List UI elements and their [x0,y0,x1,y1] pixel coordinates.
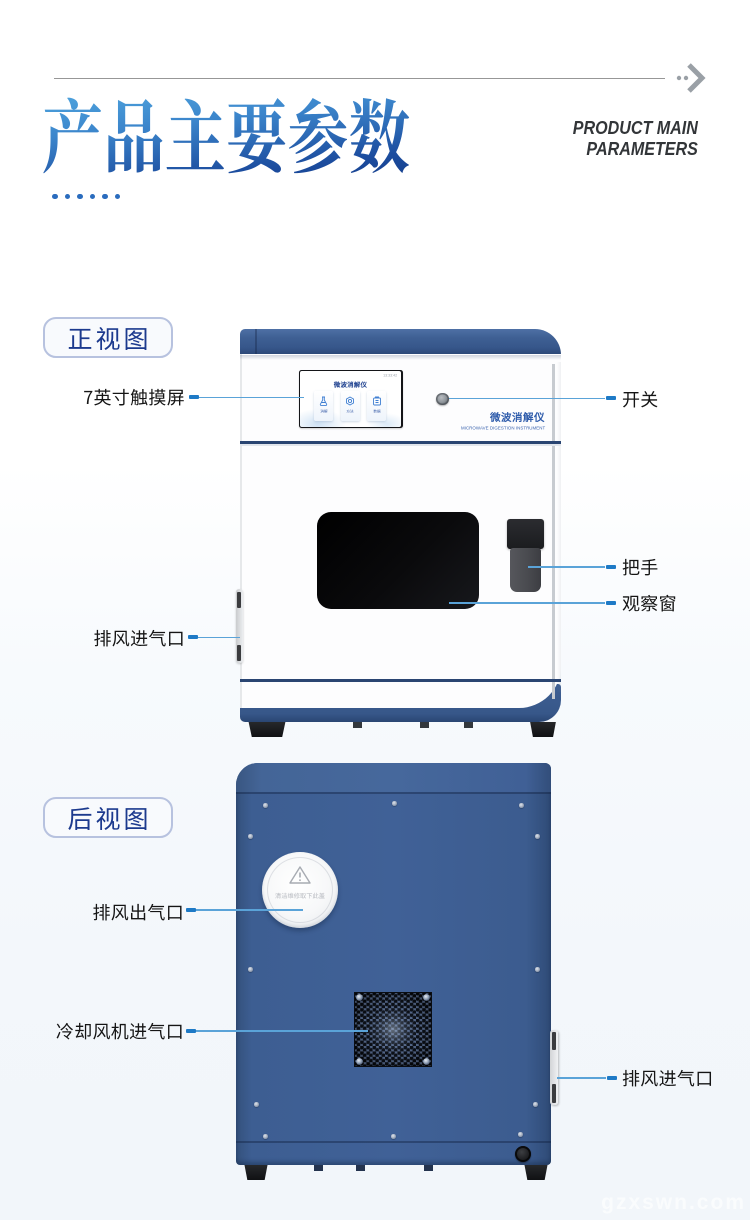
leader-line-front-vent [198,636,240,638]
screen-card-data[interactable]: 数据 [367,391,387,422]
observation-window [317,512,479,609]
label-exhaust-inlet: 排风进气口 [622,1065,714,1091]
cover-text: 清洁维修取下此盖 [275,892,325,901]
power-switch-button[interactable] [436,392,449,405]
panel-bottom-line [240,679,561,682]
gear-icon [346,396,355,406]
screw [263,1134,268,1139]
machine-foot [244,1165,268,1180]
label-handle: 把手 [622,554,659,580]
label-touchscreen: 7英寸触摸屏 [83,384,185,410]
touchscreen[interactable]: 13:33:42 微波消解仪 消解 方法 数据 [299,370,403,428]
warning-triangle-icon [289,866,311,884]
label-cooling-fan-inlet: 冷却风机进气口 [55,1018,184,1044]
screw [248,967,253,972]
door-handle-mount [507,519,544,549]
machine-top-band [240,329,561,355]
leader-line-exhaust-outlet [196,909,303,911]
exhaust-outlet-cover: 清洁维修取下此盖 [262,852,338,928]
screen-card-digest[interactable]: 消解 [314,391,334,422]
screen-time: 13:33:42 [383,372,398,378]
page-title: 产品主要参数 [42,73,410,189]
label-exhaust-outlet: 排风出气口 [92,899,184,925]
fan-corner-screws [356,994,430,1065]
rear-view-product-image: 清洁维修取下此盖 [236,763,558,1180]
leader-line-exhaust-inlet [557,1077,606,1079]
label-switch: 开关 [622,386,659,412]
label-front-vent: 排风进气口 [93,625,185,651]
title-dots-decoration [52,193,120,199]
rear-side-vent [550,1030,558,1105]
screw [535,967,540,972]
screw [392,801,397,806]
watermark: gzxswn.com [601,1191,746,1214]
screw [254,1102,259,1107]
screw [248,834,253,839]
machine-branding: 微波消解仪 MICROWAVE DIGESTION INSTRUMENT [460,410,545,431]
machine-foot [524,1165,548,1180]
cooling-fan-grille [354,992,432,1067]
machine-foot [530,722,556,737]
screen-title: 微波消解仪 [333,378,368,389]
panel-right-edge-line [552,364,555,699]
screw [535,834,540,839]
panel-separator-line [240,441,561,444]
screw [518,1132,523,1137]
leader-line-touchscreen [199,396,304,398]
front-side-vent [236,589,243,663]
screw [519,803,524,808]
drain-knob[interactable] [515,1146,531,1162]
leader-line-switch [449,397,605,399]
screw [263,803,268,808]
leader-line-handle [528,566,605,568]
rear-panel [236,763,551,1165]
leader-line-cooling-fan-inlet [196,1030,368,1032]
clipboard-icon [372,396,381,406]
front-view-product-image: 13:33:42 微波消解仪 消解 方法 数据 微波消解仪 [236,329,561,738]
rear-view-badge: 后视图 [43,797,173,838]
front-view-badge: 正视图 [43,317,173,358]
leader-line-window [449,602,605,604]
screen-card-method[interactable]: 方法 [340,391,360,422]
screw [391,1134,396,1139]
label-window: 观察窗 [622,590,677,616]
page-title-english: PRODUCT MAIN PARAMETERS [572,117,698,159]
double-arrow-right-icon [676,63,706,93]
header-divider-line [54,78,665,79]
flask-icon [320,396,328,407]
screw [533,1102,538,1107]
machine-foot [248,722,286,737]
door-handle[interactable] [510,548,541,592]
